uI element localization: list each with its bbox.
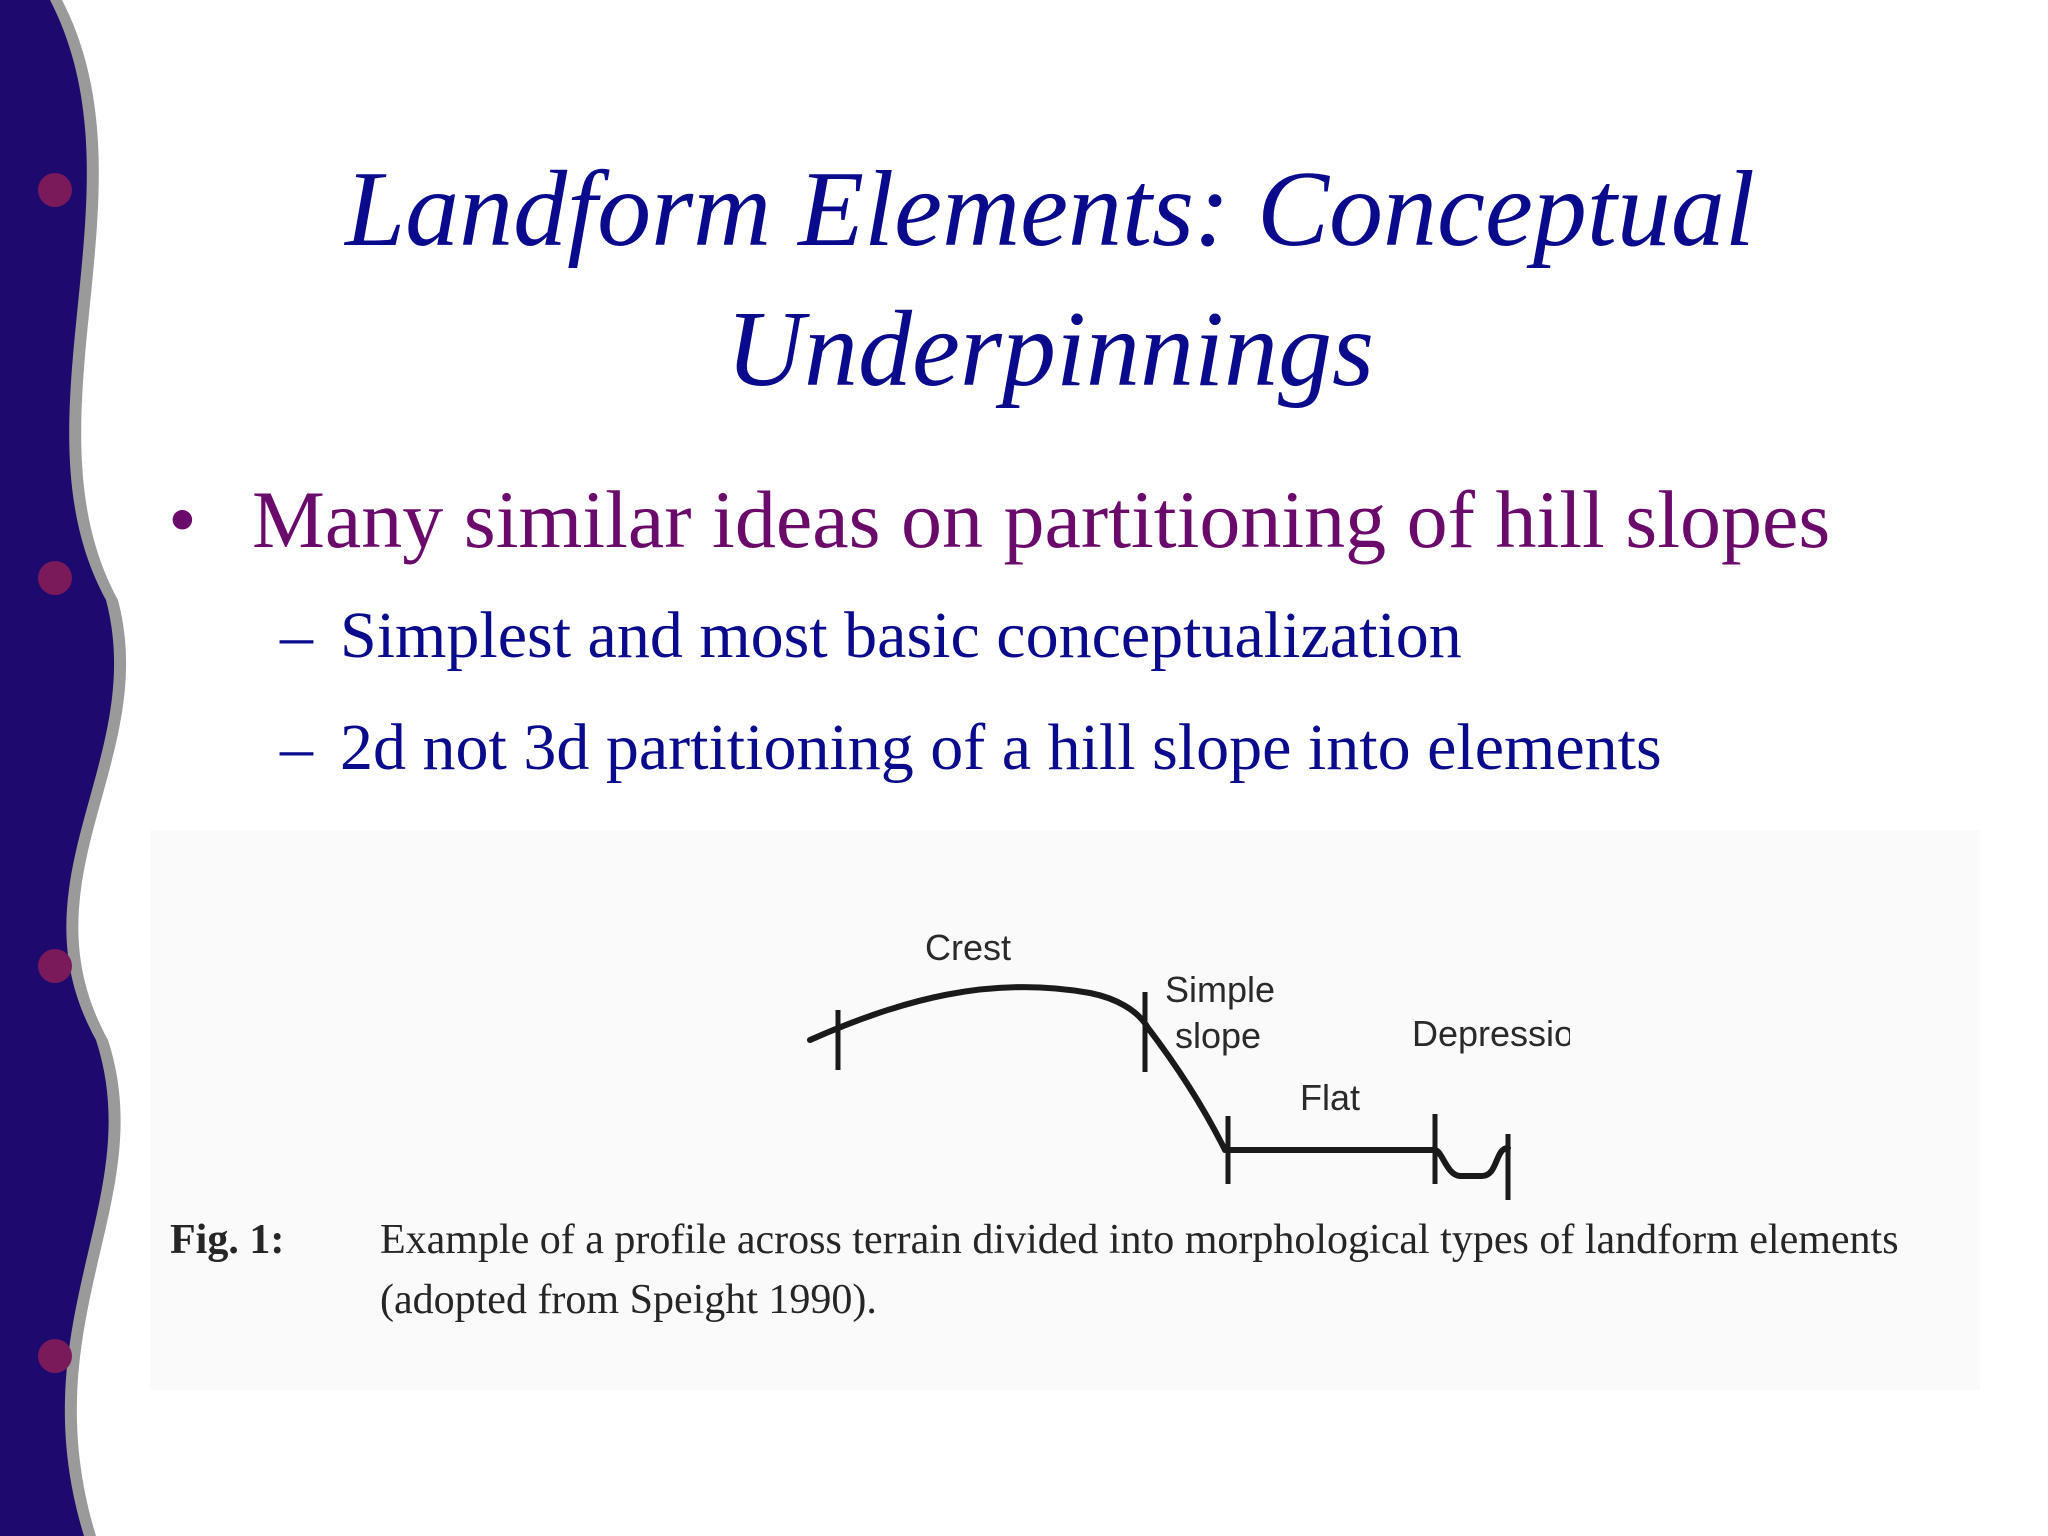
caption-text: Example of a profile across terrain divi… (380, 1217, 1899, 1323)
label-depression: Depression (1412, 1013, 1570, 1054)
band-dot (38, 561, 72, 595)
label-flat: Flat (1300, 1077, 1360, 1118)
profile-line (807, 984, 1511, 1179)
band-dot (38, 949, 72, 983)
sub-bullet-text: 2d not 3d partitioning of a hill slope i… (340, 711, 1662, 784)
terrain-profile-diagram: Crest Simple slope Flat Depression (807, 927, 1570, 1200)
dash-marker: – (280, 599, 313, 672)
decorative-wavy-band (0, 0, 127, 1536)
sub-bullet-item: –2d not 3d partitioning of a hill slope … (280, 708, 2020, 788)
slide-title-line1: Landform Elements: Conceptual (345, 150, 1755, 269)
sub-bullet-text: Simplest and most basic conceptualizatio… (340, 599, 1462, 672)
band-body (0, 0, 115, 1536)
bullet-marker: • (168, 474, 197, 565)
caption-label: Fig. 1: (170, 1217, 285, 1263)
sub-bullet-item: –Simplest and most basic conceptualizati… (280, 596, 2020, 676)
band-dot (38, 1339, 72, 1373)
slide-title: Landform Elements: Conceptual Underpinni… (280, 140, 1820, 420)
bullet-item: • Many similar ideas on partitioning of h… (168, 470, 2028, 570)
label-simple-slope-line2: slope (1175, 1015, 1261, 1056)
figure-panel: Crest Simple slope Flat Depression Fig. … (150, 830, 1980, 1390)
band-dot (38, 173, 72, 207)
label-simple-slope-line1: Simple (1165, 969, 1275, 1010)
slide-title-line2: Underpinnings (726, 290, 1374, 409)
label-crest: Crest (925, 927, 1011, 968)
bullet-text: Many similar ideas on partitioning of hi… (252, 474, 1831, 565)
dash-marker: – (280, 711, 313, 784)
